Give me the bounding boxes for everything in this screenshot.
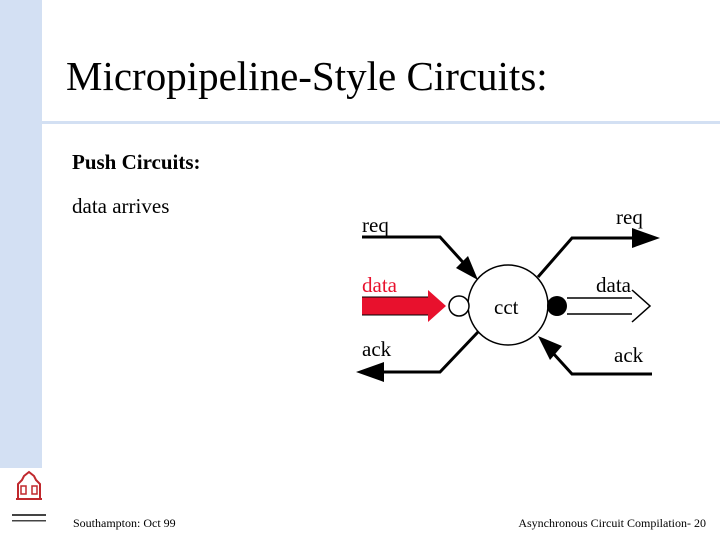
title-area	[42, 0, 720, 120]
req-out-arrowhead	[632, 228, 660, 248]
label-data-out: data	[596, 273, 632, 297]
left-sidebar-band	[0, 0, 42, 468]
footer-left: Southampton: Oct 99	[73, 516, 176, 530]
output-bubble	[547, 296, 567, 316]
req-in-arrowhead	[456, 256, 478, 280]
title-rule	[0, 121, 720, 124]
data-in-arrowhead	[428, 290, 446, 322]
footer-right: Asynchronous Circuit Compilation- 20	[518, 516, 706, 530]
data-out-arrowhead	[631, 289, 652, 323]
ack-in-arrowhead	[538, 336, 562, 360]
label-ack-out: ack	[362, 337, 392, 361]
ack-out-arrowhead	[356, 362, 384, 382]
label-ack-in: ack	[614, 343, 644, 367]
req-out-wire	[536, 236, 636, 278]
data-in-bar	[362, 297, 428, 315]
university-logo	[12, 470, 46, 522]
label-req-in: req	[362, 213, 389, 237]
slide-subtitle: Push Circuits:	[72, 150, 201, 174]
bullet-text: data arrives	[72, 194, 170, 218]
slide-title: Micropipeline-Style Circuits:	[66, 53, 548, 99]
label-data-in: data	[362, 273, 398, 297]
input-bubble	[448, 295, 470, 317]
req-in-wire	[362, 235, 472, 272]
ack-in-wire	[550, 350, 652, 376]
ack-out-wire	[380, 330, 480, 374]
label-cct: cct	[494, 295, 519, 319]
label-req-out: req	[616, 205, 643, 229]
